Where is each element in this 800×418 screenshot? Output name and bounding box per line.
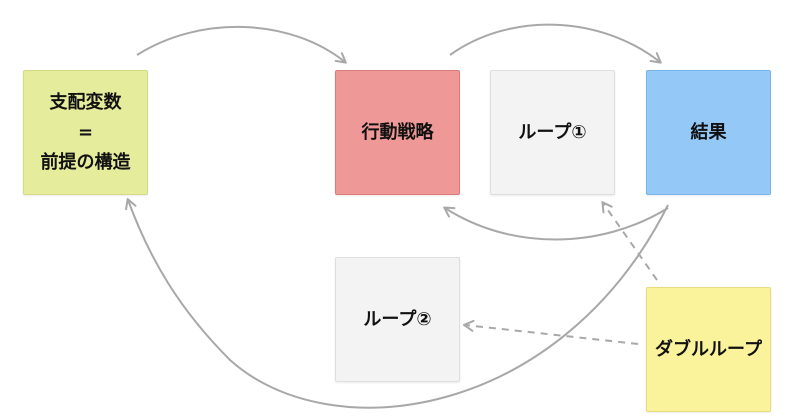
double-loop-label: ダブルループ <box>655 338 762 360</box>
governing-variables-label: 支配変数 = 前提の構造 <box>40 91 131 173</box>
action-strategy-label: 行動戦略 <box>361 121 434 143</box>
arrow-strategy-to-result <box>449 23 662 64</box>
loop1-label: ループ① <box>518 121 587 143</box>
arrow-result-to-strategy <box>443 206 669 241</box>
double-loop-node: ダブルループ <box>646 287 771 412</box>
arrow-double-to-loop1 <box>601 201 658 281</box>
loop1-node: ループ① <box>490 70 615 195</box>
arrow-double-to-loop2 <box>463 319 639 345</box>
result-node: 結果 <box>646 70 771 195</box>
governing-variables-node: 支配変数 = 前提の構造 <box>23 70 148 195</box>
action-strategy-node: 行動戦略 <box>335 70 460 195</box>
result-label: 結果 <box>690 121 727 143</box>
arrow-result-to-variables <box>125 198 669 409</box>
loop2-node: ループ② <box>335 257 460 382</box>
loop2-label: ループ② <box>363 308 432 330</box>
arrow-variables-to-strategy <box>136 26 347 64</box>
